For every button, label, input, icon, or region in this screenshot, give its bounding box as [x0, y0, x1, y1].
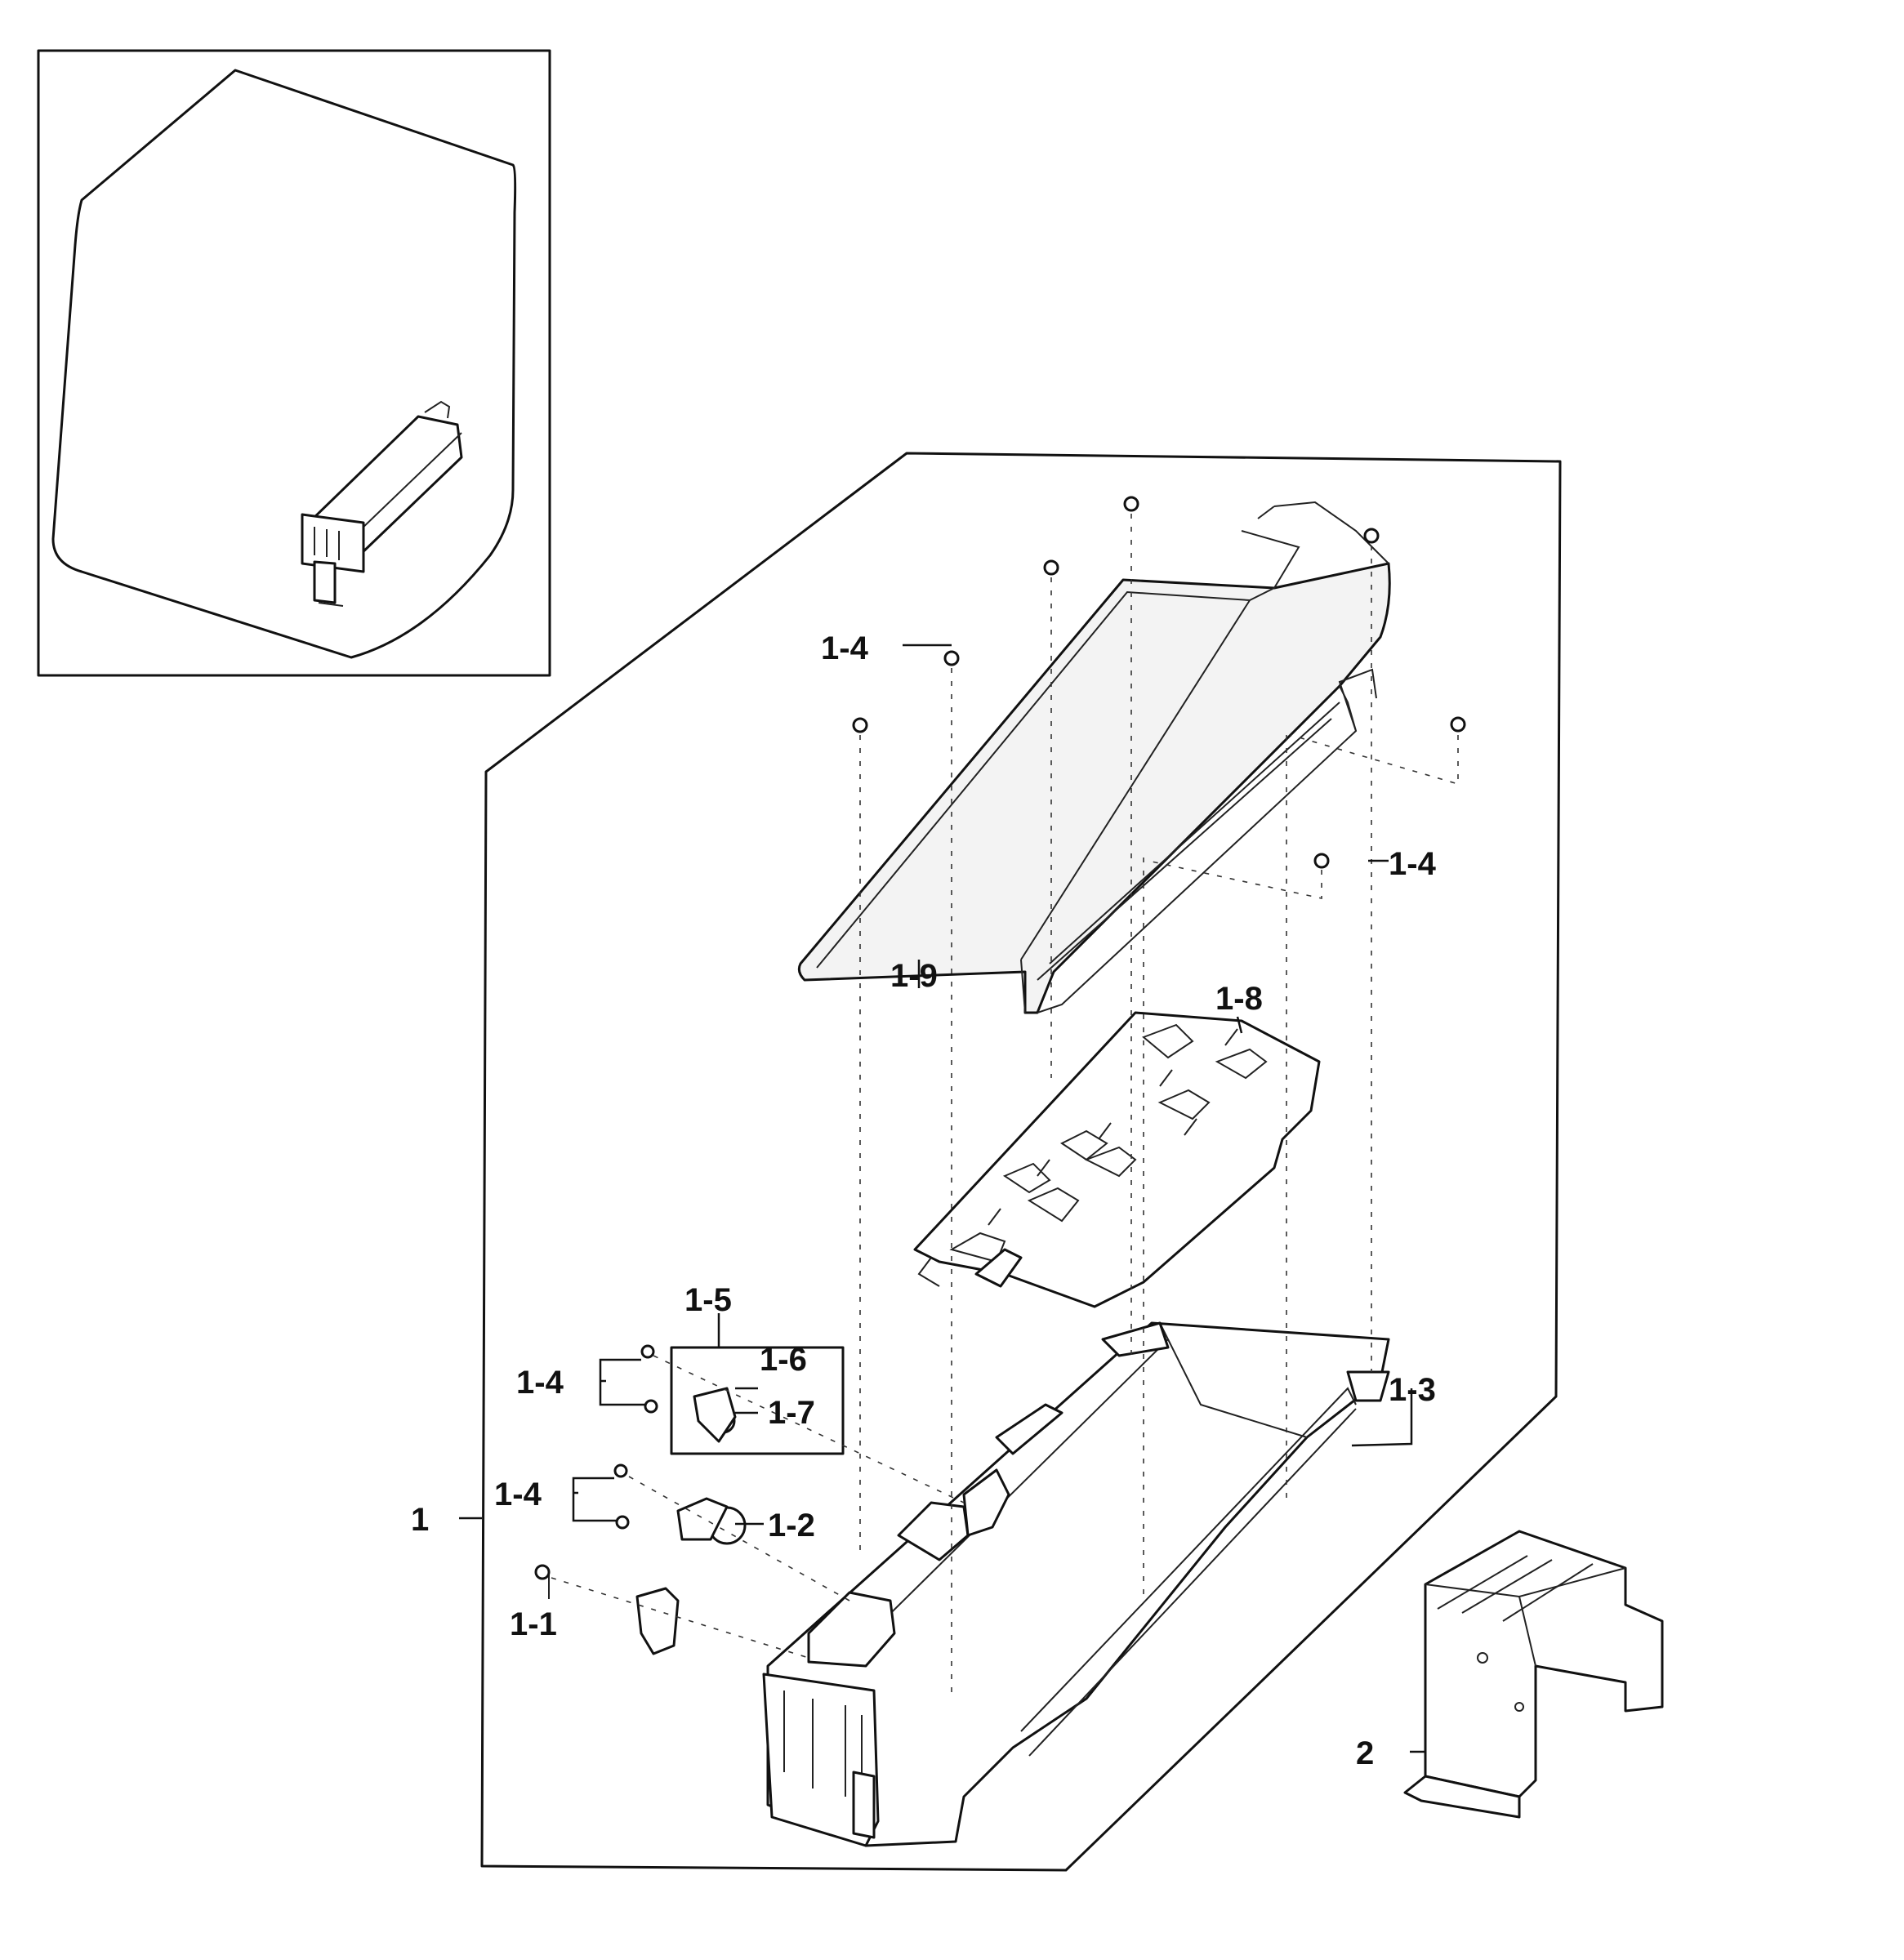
inset-overview [37, 49, 551, 677]
heater-housing [762, 1321, 1390, 1847]
label-1-4-thermostat-a: 1-4 [516, 1365, 564, 1401]
label-1-6: 1-6 [760, 1342, 807, 1378]
inset-frame [37, 49, 551, 677]
label-2: 2 [1356, 1735, 1374, 1771]
assembly-guides [551, 514, 1459, 1699]
fuse-group-box [670, 1346, 845, 1455]
screws [534, 496, 1466, 1580]
inset-heater-assembly [301, 400, 463, 607]
heating-element-plate [913, 1011, 1321, 1308]
label-1-2: 1-2 [768, 1508, 815, 1544]
label-1-5: 1-5 [684, 1282, 732, 1318]
heater-cover [797, 501, 1391, 1014]
label-1-1: 1-1 [510, 1606, 557, 1642]
label-1-7: 1-7 [768, 1395, 815, 1431]
mounting-bracket [1403, 1530, 1664, 1819]
leader-lines [459, 644, 1425, 1753]
small-parts [541, 1346, 845, 1655]
assembly-boundary [480, 452, 1562, 1872]
label-1: 1 [411, 1502, 429, 1538]
label-1-4-thermostat-b: 1-4 [494, 1477, 542, 1512]
label-1-8: 1-8 [1215, 981, 1263, 1017]
inset-dryer-outline [51, 69, 517, 659]
thermistor-part [635, 1587, 680, 1655]
label-1-4-top-left: 1-4 [821, 630, 869, 666]
label-1-9: 1-9 [890, 958, 938, 994]
label-1-4-top-right: 1-4 [1389, 846, 1437, 882]
label-1-3: 1-3 [1389, 1372, 1436, 1408]
part-labels: 1 2 1-1 1-2 1-3 1-4 1-4 1-4 1-4 1-5 1-6 … [411, 630, 1437, 1771]
